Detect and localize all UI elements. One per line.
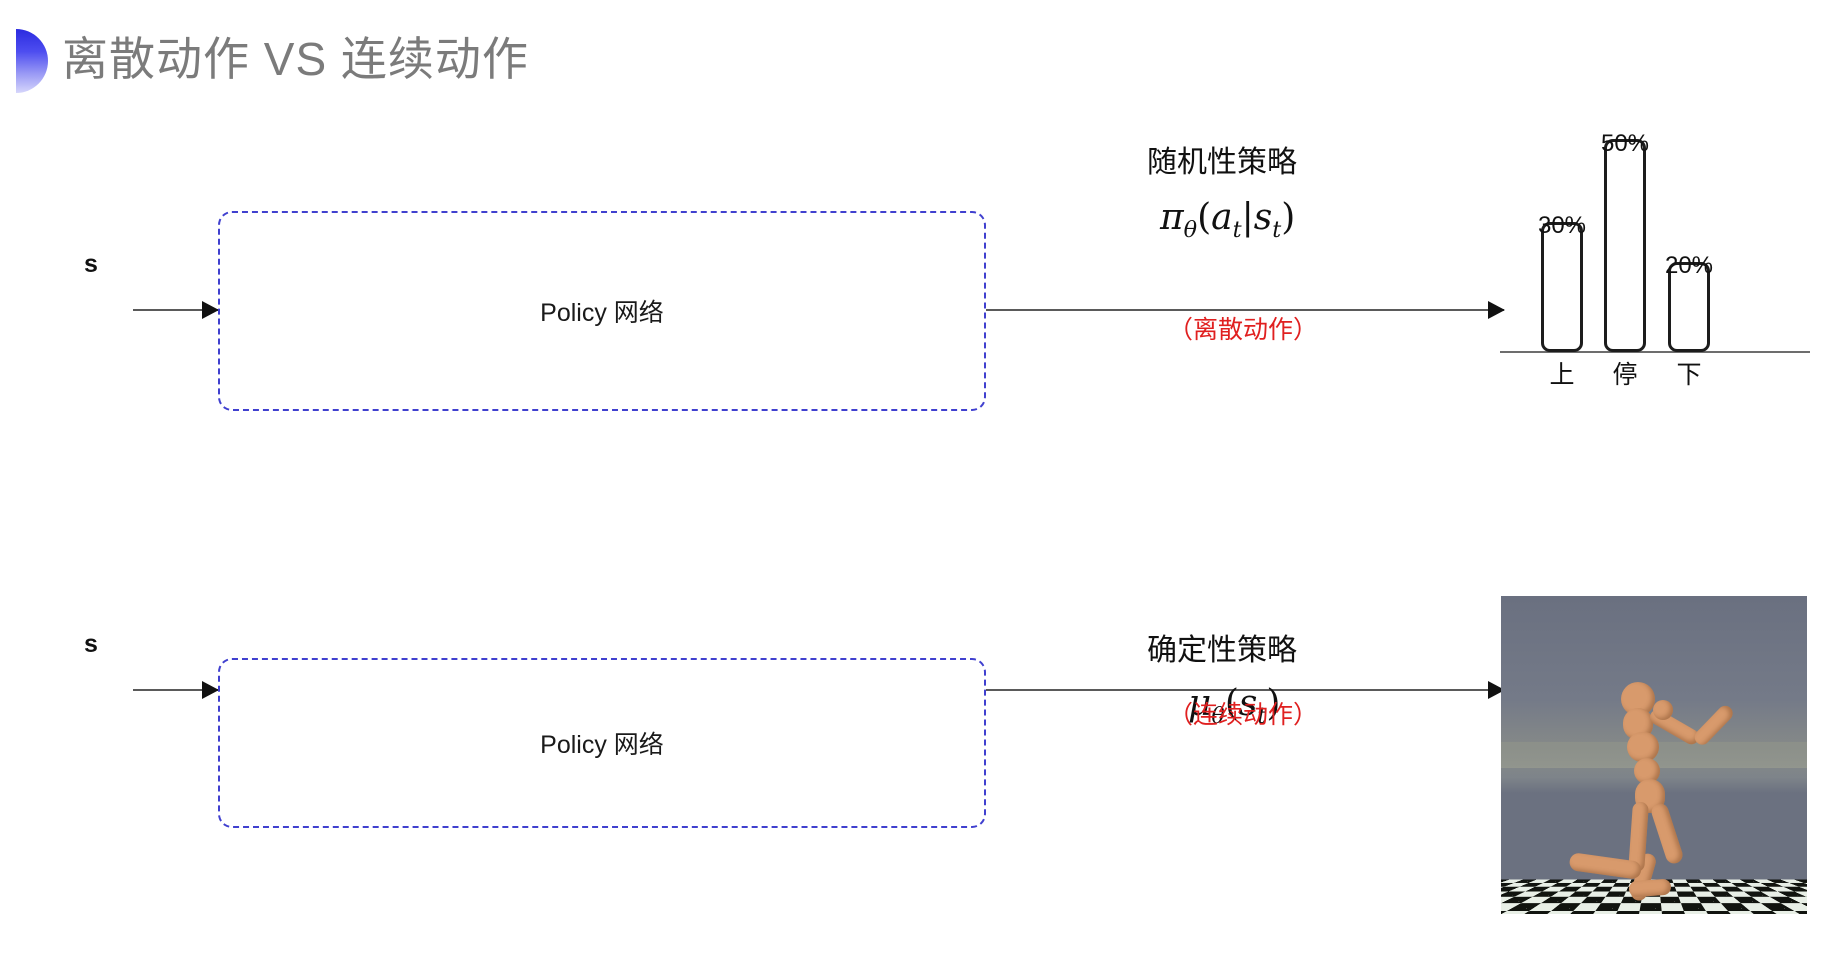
formula-given-bar: | [1241, 197, 1254, 238]
bar-category-down: 下 [1676, 361, 1702, 389]
half-circle-gradient-icon [16, 29, 48, 93]
action-note-continuous: （连续动作） [1168, 701, 1319, 729]
bar-category-stop: 停 [1612, 361, 1638, 389]
discrete-action-bar-chart: 30% 上 50% 停 20% 下 [1498, 95, 1828, 395]
humanoid-foot-front [1628, 878, 1672, 898]
policy-network-box-continuous[interactable]: Policy 网络 [218, 658, 986, 828]
bar-value-stop: 50% [1600, 130, 1650, 157]
humanoid-thigh-front [1649, 801, 1685, 866]
formula-sub-t-state: t [1272, 217, 1282, 244]
humanoid-shoulder-ball [1653, 700, 1673, 720]
page-title: 离散动作 VS 连续动作 [62, 33, 529, 85]
policy-type-label-continuous: 确定性策略 [1147, 634, 1297, 667]
state-label-discrete: s [84, 250, 98, 278]
arrow-policy-to-output-discrete [986, 309, 1504, 311]
formula-state-continuous: s [1238, 683, 1258, 724]
formula-theta-continuous: θ [1211, 703, 1225, 730]
policy-formula-discrete: πθ(at|st) [1160, 197, 1295, 243]
policy-network-label-discrete: Policy 网络 [540, 299, 664, 327]
policy-type-label-discrete: 随机性策略 [1147, 146, 1297, 179]
formula-state: s [1253, 197, 1273, 238]
policy-network-label-continuous: Policy 网络 [540, 731, 664, 759]
formula-pi: π [1160, 197, 1184, 238]
bar-stop [1604, 139, 1646, 352]
formula-action: a [1211, 197, 1233, 238]
state-label-continuous: s [84, 630, 98, 658]
formula-theta: θ [1183, 217, 1198, 244]
action-note-discrete: （离散动作） [1168, 316, 1319, 344]
formula-mu: μ [1188, 683, 1212, 724]
formula-open-paren-continuous: ( [1224, 683, 1239, 724]
policy-network-box-discrete[interactable]: Policy 网络 [218, 211, 986, 411]
bar-category-up: 上 [1549, 361, 1575, 389]
bar-down [1668, 262, 1710, 352]
formula-sub-t-state-continuous: t [1257, 703, 1267, 730]
formula-sub-t-action: t [1232, 217, 1242, 244]
bar-value-down: 20% [1664, 252, 1714, 279]
formula-close-paren: ) [1281, 197, 1296, 238]
humanoid-mid-torso [1627, 732, 1659, 762]
humanoid-simulation-image [1501, 596, 1807, 914]
left-viewport-edge [0, 0, 7, 966]
policy-formula-continuous: μθ(st) [1188, 683, 1280, 729]
arrow-policy-to-output-continuous [986, 689, 1504, 691]
arrow-state-to-policy-continuous [133, 689, 218, 691]
chart-x-axis [1500, 351, 1810, 353]
bar-up [1541, 222, 1583, 352]
bar-value-up: 30% [1537, 212, 1587, 239]
formula-open-paren: ( [1197, 197, 1212, 238]
arrow-state-to-policy-discrete [133, 309, 218, 311]
formula-close-paren-continuous: ) [1266, 683, 1281, 724]
